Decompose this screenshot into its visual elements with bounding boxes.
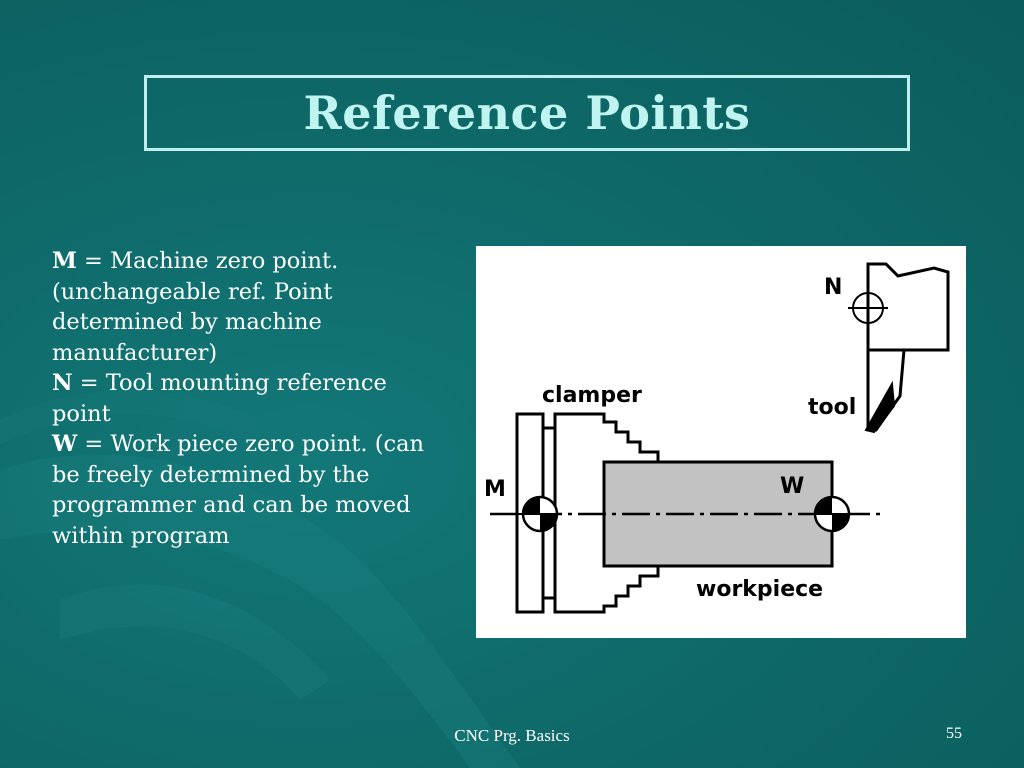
reference-points-diagram: N tool clamper M W workpiece [476, 246, 966, 638]
definition-w-key: W [52, 431, 78, 457]
label-w: W [780, 474, 804, 499]
n-reference-symbol [848, 288, 888, 328]
page-number: 55 [946, 725, 962, 742]
m-reference-symbol [518, 495, 562, 533]
footer-text: CNC Prg. Basics [454, 726, 570, 745]
label-m: M [484, 477, 506, 502]
definition-n: N = Tool mounting reference point [52, 368, 452, 429]
label-workpiece: workpiece [696, 577, 823, 602]
slide-title: Reference Points [303, 86, 751, 140]
definition-n-key: N [52, 370, 73, 396]
definition-m-key: M [52, 248, 77, 274]
definition-m: M = Machine zero point. (unchangeable re… [52, 246, 452, 368]
w-reference-symbol [810, 495, 854, 533]
label-n: N [824, 275, 842, 300]
definition-w-text: = Work piece zero point. (can be freely … [52, 431, 424, 549]
definition-m-text: = Machine zero point. (unchangeable ref.… [52, 248, 339, 366]
label-tool: tool [808, 395, 856, 420]
title-frame: Reference Points [144, 75, 910, 151]
lathe-diagram: N tool clamper M W workpiece [484, 262, 950, 614]
definition-n-text: = Tool mounting reference point [52, 370, 387, 427]
label-clamper: clamper [542, 383, 642, 408]
tool-insert [864, 380, 896, 434]
definition-w: W = Work piece zero point. (can be freel… [52, 429, 452, 551]
definitions-text: M = Machine zero point. (unchangeable re… [52, 246, 452, 551]
